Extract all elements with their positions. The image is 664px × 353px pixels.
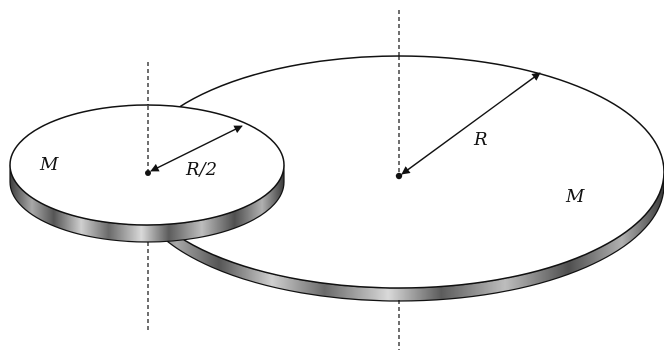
small-disc-center [145, 170, 151, 176]
large-disc-center [395, 172, 403, 180]
large-disc: R M [133, 10, 664, 350]
small-mass-label: M [39, 154, 59, 175]
large-radius-label: R [473, 129, 488, 150]
large-mass-label: M [565, 186, 585, 207]
small-radius-label: R/2 [185, 159, 217, 180]
small-radius-arrow [150, 125, 243, 172]
small-disc: R/2 M [9, 62, 285, 330]
large-radius-arrow [401, 72, 541, 175]
